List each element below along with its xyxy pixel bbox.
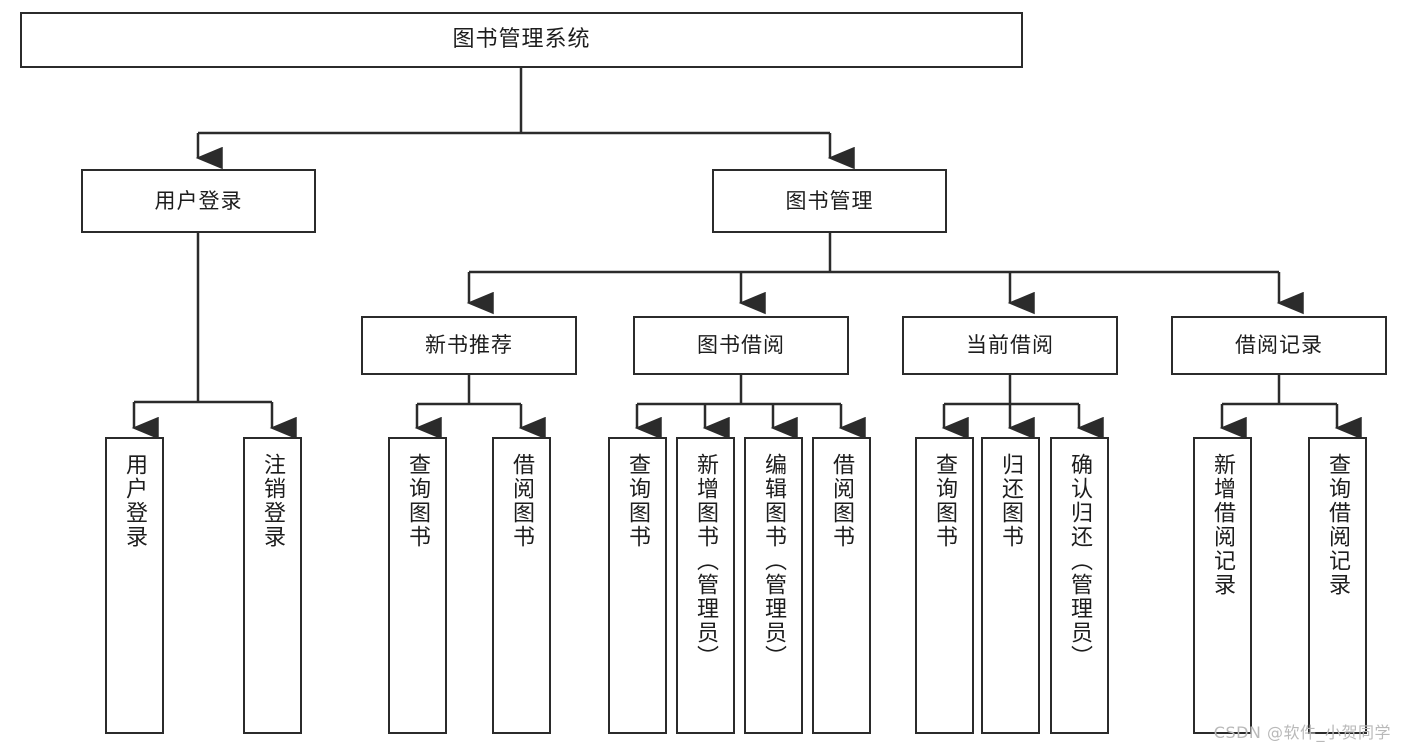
node-label: 查询借阅记录	[1325, 453, 1351, 597]
node-label: 图书借阅	[697, 333, 785, 358]
node-label: 注销登录	[260, 453, 286, 549]
leaf-query-borrow-record[interactable]: 查询借阅记录	[1308, 437, 1367, 734]
node-label: 当前借阅	[966, 333, 1054, 358]
node-new-book-recommend[interactable]: 新书推荐	[361, 316, 577, 375]
node-book-manage[interactable]: 图书管理	[712, 169, 947, 233]
node-label: 用户登录	[122, 453, 148, 549]
leaf-query-book-borrow[interactable]: 查询图书	[608, 437, 667, 734]
node-label: 借阅图书	[509, 453, 535, 549]
node-label: 查询图书	[625, 453, 651, 549]
node-root-system[interactable]: 图书管理系统	[20, 12, 1023, 68]
leaf-borrow-book-recommend[interactable]: 借阅图书	[492, 437, 551, 734]
leaf-edit-book[interactable]: 编辑图书（管理员）	[744, 437, 803, 734]
node-label: 查询图书	[932, 453, 958, 549]
node-label: 新增借阅记录	[1210, 453, 1236, 597]
csdn-watermark: CSDN @软件_小贺同学	[1213, 723, 1391, 742]
leaf-user-login[interactable]: 用户登录	[105, 437, 164, 734]
leaf-query-book-recommend[interactable]: 查询图书	[388, 437, 447, 734]
leaf-logout-login[interactable]: 注销登录	[243, 437, 302, 734]
node-book-borrow[interactable]: 图书借阅	[633, 316, 849, 375]
leaf-borrow-book[interactable]: 借阅图书	[812, 437, 871, 734]
node-label: 图书管理	[785, 188, 874, 213]
node-label: 新书推荐	[425, 333, 513, 358]
node-label: 查询图书	[405, 453, 431, 549]
leaf-add-borrow-record[interactable]: 新增借阅记录	[1193, 437, 1252, 734]
node-borrow-record[interactable]: 借阅记录	[1171, 316, 1387, 375]
leaf-return-book[interactable]: 归还图书	[981, 437, 1040, 734]
node-label: 新增图书（管理员）	[693, 453, 719, 669]
node-label: 图书管理系统	[452, 27, 591, 53]
node-label: 确认归还（管理员）	[1067, 453, 1093, 669]
node-user-login[interactable]: 用户登录	[81, 169, 316, 233]
node-current-borrow[interactable]: 当前借阅	[902, 316, 1118, 375]
node-label: 编辑图书（管理员）	[761, 453, 787, 669]
node-label: 借阅记录	[1235, 333, 1323, 358]
node-label: 借阅图书	[829, 453, 855, 549]
node-label: 用户登录	[154, 188, 243, 213]
leaf-query-book-current[interactable]: 查询图书	[915, 437, 974, 734]
leaf-add-book[interactable]: 新增图书（管理员）	[676, 437, 735, 734]
leaf-confirm-return[interactable]: 确认归还（管理员）	[1050, 437, 1109, 734]
node-label: 归还图书	[998, 453, 1024, 549]
